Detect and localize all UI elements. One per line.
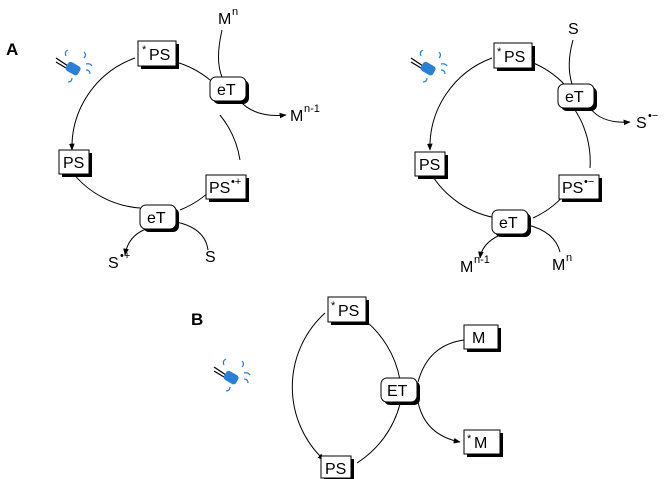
svg-text:*: * (497, 46, 502, 58)
svg-text:*: * (142, 44, 147, 56)
svg-text:•−: •− (648, 110, 658, 122)
svg-text:PS: PS (209, 180, 230, 197)
svg-text:*: * (467, 433, 472, 445)
et-top-node: eT (209, 76, 249, 104)
svg-text:PS: PS (419, 157, 440, 174)
ground-ps-box: PS (414, 151, 448, 179)
et-top-node: eT (557, 83, 597, 111)
svg-text:PS: PS (504, 49, 525, 66)
svg-text:eT: eT (147, 210, 166, 227)
s-left: S (205, 249, 216, 266)
oxidized-ps-box: PS •+ (205, 174, 249, 202)
s-right: S (568, 21, 579, 38)
lightbulb-icon (213, 358, 251, 392)
excited-ps-box: * PS (327, 296, 369, 325)
panel-a-label: A (6, 40, 18, 59)
svg-text:eT: eT (565, 89, 584, 106)
lightbulb-icon (410, 49, 448, 83)
left-cycle: * PS PS PS •+ eT M n M n-1 (55, 6, 320, 272)
m-n-right: M (552, 257, 565, 274)
lightbulb-icon (55, 49, 93, 83)
et-bottom-node: eT (139, 204, 179, 232)
ground-ps-box: PS (320, 455, 354, 479)
svg-text:PS: PS (562, 180, 583, 197)
svg-text:•+: •+ (120, 250, 130, 262)
svg-text:eT: eT (499, 215, 518, 232)
svg-text:PS: PS (325, 461, 346, 478)
svg-text:ET: ET (387, 383, 408, 400)
et-bottom-node: eT (491, 209, 531, 237)
svg-text:eT: eT (217, 82, 236, 99)
m-acceptor-box: M (463, 324, 501, 352)
svg-text:n-1: n-1 (474, 254, 490, 266)
svg-text:PS: PS (63, 155, 84, 172)
svg-text:n: n (232, 6, 238, 18)
reduced-ps-box: PS •− (558, 174, 602, 202)
svg-text:M: M (474, 435, 487, 452)
energy-transfer-cycle: * PS PS ET M * M (213, 296, 503, 479)
svg-text:•+: •+ (231, 176, 241, 188)
svg-text:n: n (566, 252, 572, 264)
excited-ps-box: * PS (137, 40, 179, 69)
excited-m-box: * M (463, 429, 503, 457)
svg-text:M: M (472, 330, 485, 347)
m-n-1-left: M (290, 108, 303, 125)
s-radical-cation: S (108, 255, 119, 272)
s-radical-anion: S (636, 115, 647, 132)
excited-ps-box: * PS (493, 42, 535, 71)
m-n-1-right: M (460, 259, 473, 276)
svg-text:*: * (331, 300, 336, 312)
svg-text:PS: PS (338, 303, 359, 320)
right-cycle: * PS PS PS •− eT S S •− eT M (410, 21, 658, 276)
svg-text:n-1: n-1 (304, 103, 320, 115)
svg-text:•−: •− (584, 176, 594, 188)
svg-text:PS: PS (149, 47, 170, 64)
panel-b-label: B (191, 310, 203, 329)
ground-ps-box: PS (58, 149, 92, 177)
m-n-left: M (218, 11, 231, 28)
et-node: ET (380, 377, 420, 405)
